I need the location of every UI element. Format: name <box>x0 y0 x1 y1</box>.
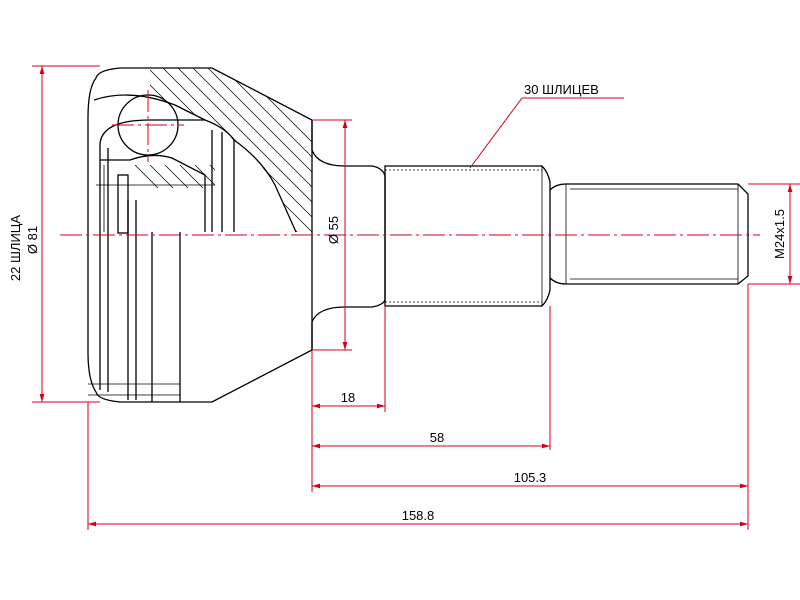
spline-count-label: 30 ШЛИЦЕВ <box>524 82 599 97</box>
dimension-105-label: 105.3 <box>514 470 547 485</box>
inner-race-hatching <box>130 165 215 188</box>
spline-leader <box>469 97 624 169</box>
thread-label: M24x1.5 <box>772 209 787 259</box>
extension-lines <box>87 284 749 530</box>
dimension-158-label: 158.8 <box>402 508 435 523</box>
dimension-58-label: 58 <box>430 430 444 445</box>
inner-splines-label: 22 ШЛИЦА <box>8 215 23 281</box>
threaded-stub <box>549 183 749 285</box>
splined-shaft <box>384 165 551 307</box>
dimension-outer-diameter <box>32 65 100 403</box>
dimension-seat-diameter <box>312 119 352 351</box>
dimension-18-label: 18 <box>341 390 355 405</box>
section-hatching <box>150 68 312 232</box>
dimension-thread <box>748 183 800 285</box>
outer-diameter-label: Ø 81 <box>25 226 40 254</box>
seat-diameter-label: Ø 55 <box>326 216 341 244</box>
